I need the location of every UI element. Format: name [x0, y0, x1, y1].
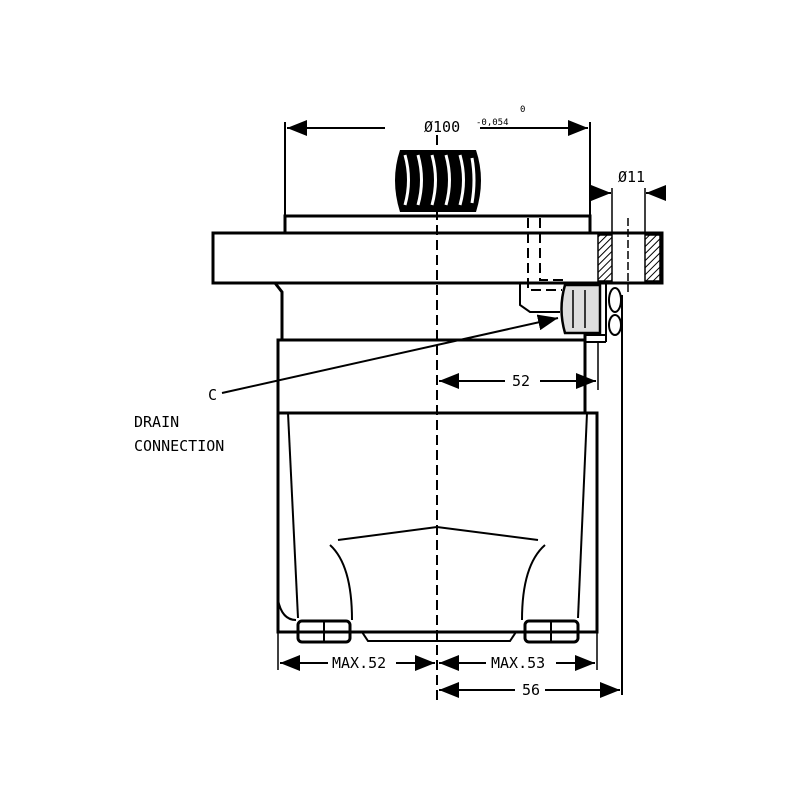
middle-housing	[276, 338, 587, 415]
max-left-label: MAX.52	[332, 654, 386, 672]
port-nut-right	[523, 619, 580, 644]
overall-right-label: 56	[522, 681, 540, 699]
drain-offset-dimension: 52	[439, 342, 599, 390]
hole-diameter-label: Ø11	[618, 168, 645, 186]
flange-diameter-label: Ø100	[424, 118, 460, 136]
bolt-hole-section	[597, 218, 661, 295]
drain-offset-label: 52	[512, 372, 530, 390]
flange-diameter-dimension: Ø100 0 -0,054	[284, 105, 591, 230]
callout-line2: CONNECTION	[134, 437, 224, 455]
drain-connection-callout: C DRAIN CONNECTION	[134, 314, 559, 455]
lower-housing	[276, 411, 599, 642]
tolerance-lower: -0,054	[476, 118, 509, 128]
mounting-flange	[211, 231, 664, 285]
hole-diameter-dimension: Ø11	[590, 168, 666, 233]
callout-letter: C	[208, 386, 217, 404]
tolerance-upper: 0	[520, 105, 525, 115]
bottom-dimensions: MAX.52 MAX.53 56	[277, 295, 623, 699]
max-right-label: MAX.53	[491, 654, 545, 672]
splined-shaft	[395, 150, 481, 212]
callout-line1: DRAIN	[134, 413, 179, 431]
port-nut-left	[296, 619, 352, 644]
drain-fitting	[519, 283, 622, 343]
